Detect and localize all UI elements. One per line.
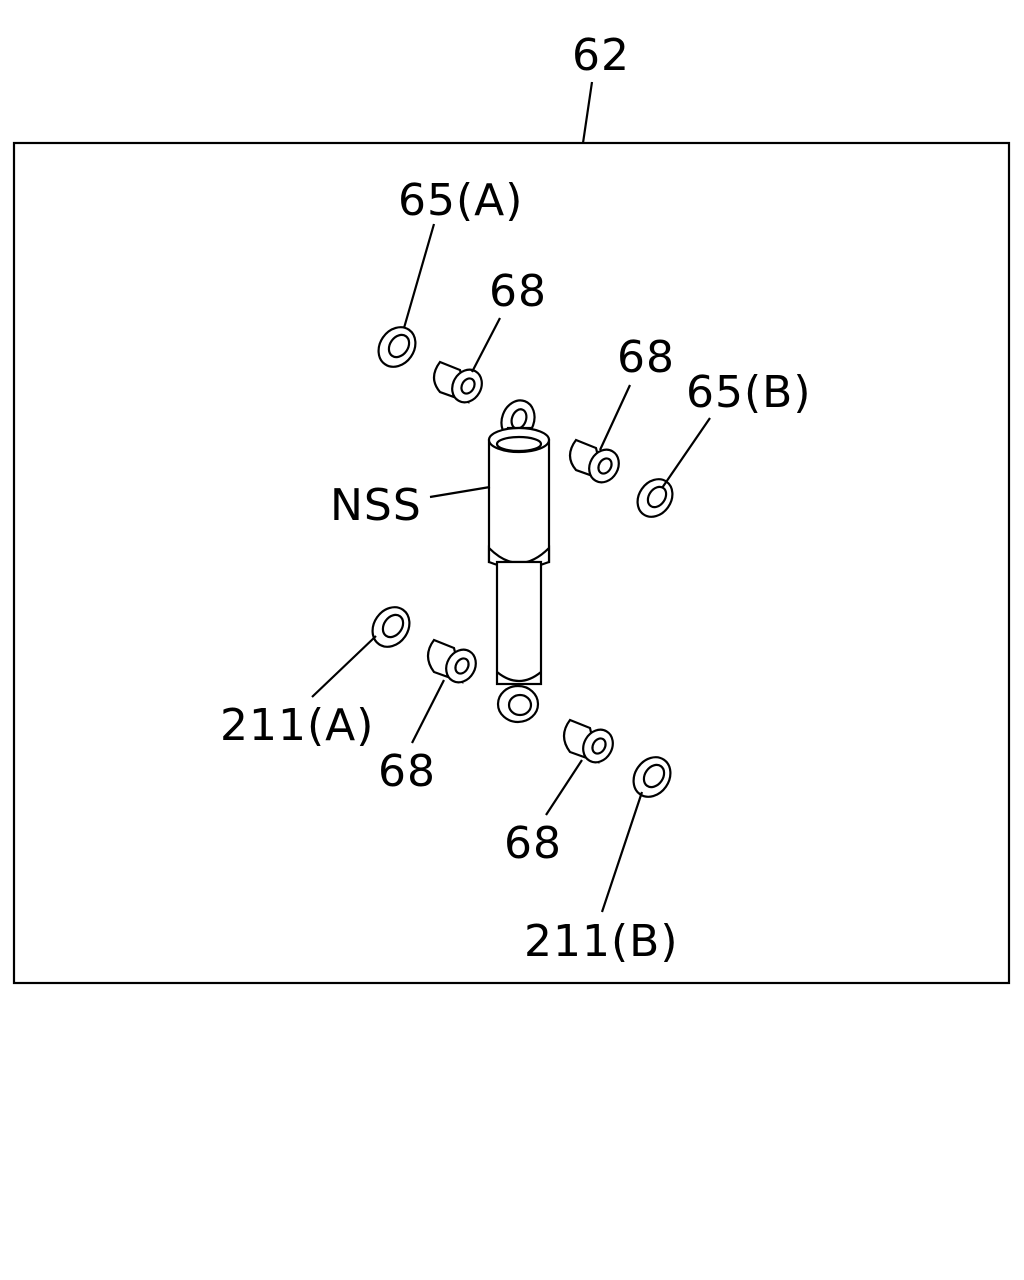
label-washer-65b: 65(B) (686, 367, 812, 418)
label-washer-211a: 211(A) (220, 700, 374, 751)
label-assembly-62: 62 (572, 30, 630, 81)
label-bush-68-bottom-right: 68 (504, 818, 562, 869)
leader-washer-211b (600, 791, 644, 913)
label-bush-68-top-left: 68 (489, 266, 547, 317)
leader-bush-68-top-right (599, 384, 631, 451)
washer-65b (636, 478, 674, 518)
leader-washer-65b (661, 417, 711, 489)
bush-68-bottom-right (562, 718, 614, 764)
washer-65a (377, 326, 417, 368)
leader-washer-211a (311, 635, 377, 698)
label-bush-68-bottom-left: 68 (378, 746, 436, 797)
leader-shock-absorber (429, 485, 491, 499)
label-washer-211b: 211(B) (524, 916, 679, 967)
leader-washer-65a (402, 223, 436, 329)
leader-bush-68-bottom-left (411, 679, 445, 744)
leader-assembly-62 (581, 81, 594, 144)
label-shock-absorber: NSS (330, 480, 422, 531)
bush-68-top-left (432, 360, 483, 404)
washer-211b (632, 756, 672, 798)
washer-211a (371, 606, 411, 648)
leader-bush-68-bottom-right (545, 759, 583, 816)
bush-68-top-right (568, 438, 620, 484)
shock-absorber (487, 399, 551, 724)
bush-68-bottom-left (426, 638, 477, 684)
leader-bush-68-top-left (471, 317, 501, 373)
label-bush-68-top-right: 68 (617, 332, 675, 383)
assembly-frame (12, 141, 1011, 985)
label-washer-65a: 65(A) (398, 175, 523, 226)
